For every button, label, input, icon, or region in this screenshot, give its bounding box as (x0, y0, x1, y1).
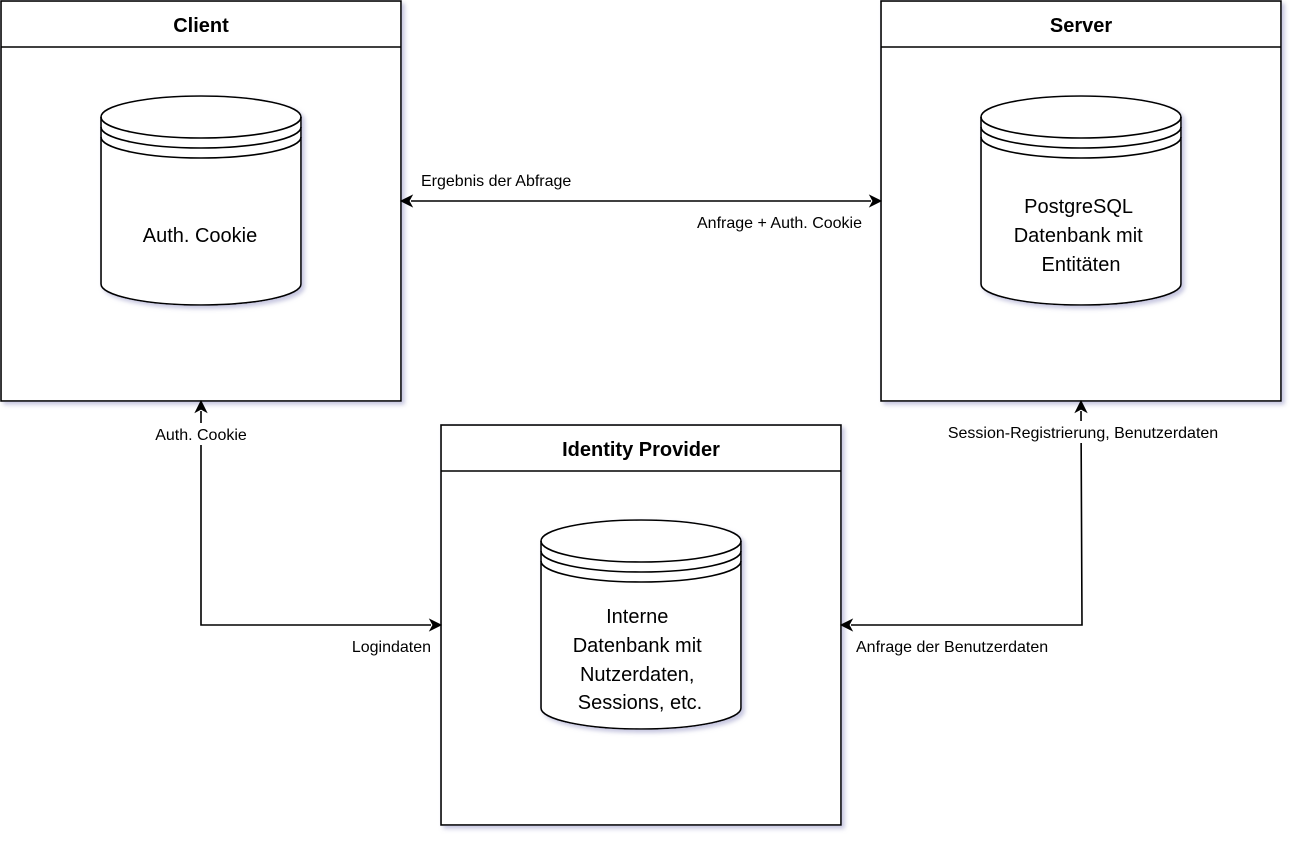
idp-db-label-line: Interne (606, 606, 668, 628)
server-cylinder-rings (980, 116, 1182, 159)
idp-container[interactable]: Identity Provider Interne Datenbank mit … (440, 424, 842, 826)
idp-db-label-line: Nutzerdaten, (580, 664, 695, 686)
arrowhead-to-client (194, 399, 208, 414)
edge-server-idp[interactable]: Session-Registrierung, Benutzerdaten Anf… (839, 399, 1270, 656)
arrowhead-to-idp (428, 618, 443, 632)
client-idp-connector (200, 411, 431, 626)
client-server-label-top: Ergebnis der Abfrage (421, 173, 571, 190)
server-db-label-line: Datenbank mit (1014, 225, 1143, 247)
client-title: Client (173, 15, 229, 37)
arrowhead-to-idp (839, 618, 854, 632)
client-cylinder-body (100, 95, 302, 306)
client-idp-label-top: Auth. Cookie (155, 427, 247, 444)
client-server-label-bottom: Anfrage + Auth. Cookie (697, 215, 862, 232)
server-idp-label-top: Session-Registrierung, Benutzerdaten (948, 425, 1218, 442)
client-idp-label-bottom: Logindaten (352, 639, 431, 656)
server-idp-connector (851, 410, 1083, 626)
server-container[interactable]: Server PostgreSQL Datenbank mit Entitäte… (880, 0, 1282, 402)
server-idp-label-bottom: Anfrage der Benutzerdaten (856, 639, 1048, 656)
client-db-label: Auth. Cookie (143, 225, 258, 247)
idp-database-cylinder[interactable]: Interne Datenbank mit Nutzerdaten, Sessi… (540, 519, 742, 730)
server-database-cylinder[interactable]: PostgreSQL Datenbank mit Entitäten (980, 95, 1182, 306)
arrowhead-to-client (399, 194, 414, 208)
server-idp-label-bg (896, 421, 1270, 443)
server-title: Server (1050, 15, 1112, 37)
idp-cylinder-rings (540, 540, 742, 583)
client-database-cylinder[interactable]: Auth. Cookie (100, 95, 302, 306)
arrowhead-to-server (1074, 399, 1088, 414)
idp-db-label-line: Datenbank mit (573, 635, 702, 657)
server-db-label: PostgreSQL Datenbank mit Entitäten (1014, 196, 1149, 276)
arrowhead-to-server (868, 194, 883, 208)
idp-db-label-line: Sessions, etc. (578, 692, 703, 714)
edge-client-server[interactable]: Ergebnis der Abfrage Anfrage + Auth. Coo… (399, 173, 883, 232)
idp-db-label: Interne Datenbank mit Nutzerdaten, Sessi… (573, 606, 708, 714)
client-cylinder-rings (100, 116, 302, 159)
client-idp-label-bg (137, 423, 265, 445)
edge-client-idp[interactable]: Auth. Cookie Logindaten (137, 399, 443, 656)
server-db-label-line: Entitäten (1042, 254, 1121, 276)
client-container[interactable]: Client Auth. Cookie (0, 0, 402, 402)
client-db-label-line: Auth. Cookie (143, 225, 258, 247)
server-db-label-line: PostgreSQL (1024, 196, 1133, 218)
server-cylinder-body (980, 95, 1182, 306)
idp-cylinder-body (540, 519, 742, 730)
idp-title: Identity Provider (562, 439, 720, 461)
